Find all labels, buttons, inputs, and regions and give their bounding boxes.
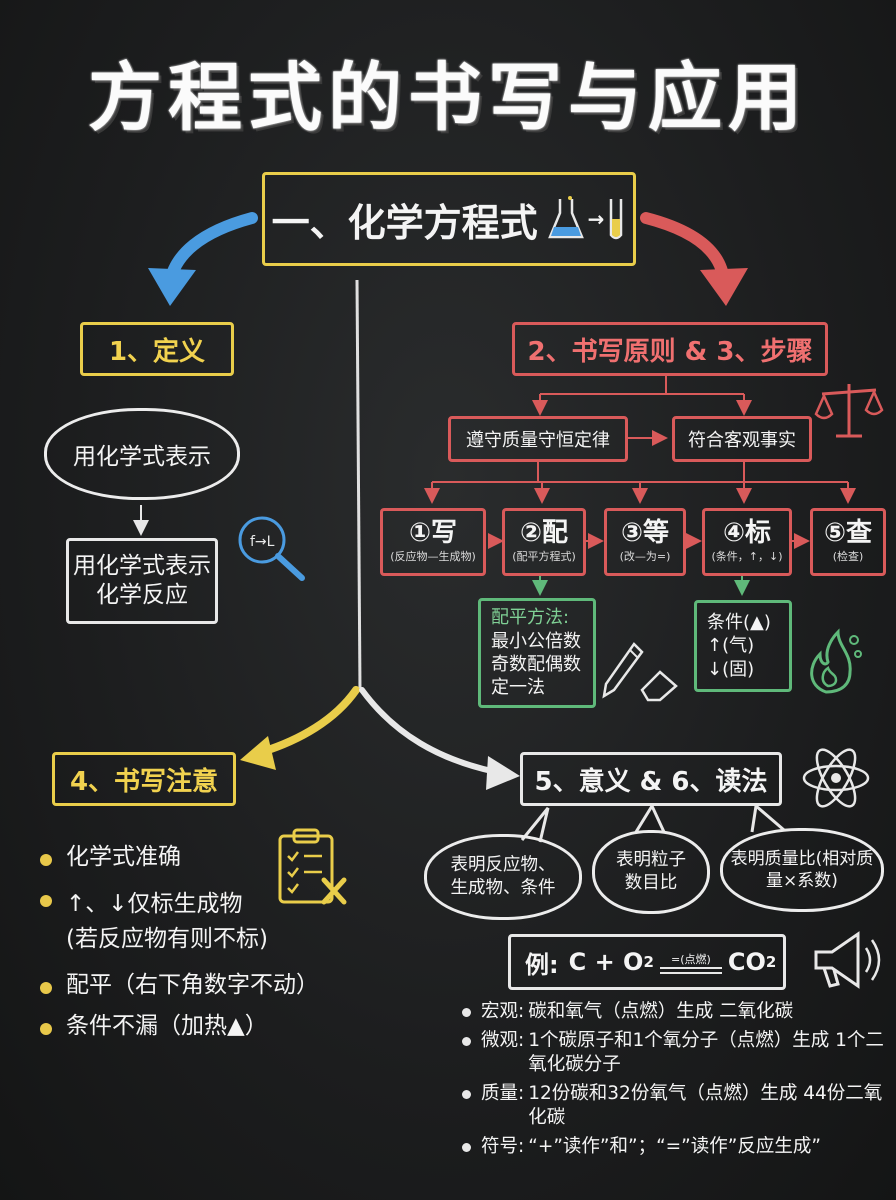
page-title: 方程式的书写与应用 [88, 55, 808, 141]
definition-cloud: 用化学式表示 [44, 408, 240, 500]
step-balance: ②配 (配平方程式) [502, 508, 586, 576]
magnifier-icon: f→L [238, 516, 305, 581]
notes-list: 化学式准确 ↑、↓仅标生成物(若反应物有则不标) 配平（右下角数字不动） 条件不… [40, 846, 319, 1056]
reaction-arrow-icon: → [587, 207, 605, 231]
definition-box: 用化学式表示化学反应 [66, 538, 218, 624]
example-reactant-subscript: 2 [643, 953, 654, 971]
step-note: (改—为=) [619, 549, 671, 563]
step-note: (条件，↑，↓) [711, 549, 783, 563]
meaning-bubble: 表明反应物、生成物、条件 [424, 834, 582, 920]
step-note: (配平方程式) [512, 549, 576, 563]
list-item: 宏观:碳和氧气（点燃）生成 二氧化碳 [462, 1000, 892, 1025]
example-product-subscript: 2 [765, 953, 777, 971]
flame-icon [810, 628, 862, 694]
central-trunk [355, 279, 362, 691]
mark-item: 条件(▲) [707, 611, 771, 633]
example-condition: =(点燃) [670, 952, 711, 966]
pencil-icon [602, 642, 644, 699]
arrow-to-notes [258, 686, 360, 756]
rule-objective-facts: 符合客观事实 [672, 416, 812, 462]
step-mark: ④标 (条件，↑，↓) [702, 508, 792, 576]
step-label: ④标 [722, 518, 771, 549]
notes-heading: 4、书写注意 [69, 766, 219, 797]
step-check: ⑤查 (检查) [810, 508, 886, 576]
mark-item: ↓(固) [707, 658, 755, 680]
balance-scale-icon [814, 384, 884, 438]
meaning-heading: 5、意义 & 6、读法 [534, 766, 768, 797]
definition-box-text: 用化学式表示化学反应 [73, 553, 211, 608]
list-item: 条件不漏（加热▲） [40, 1015, 319, 1038]
step-label: ①写 [408, 518, 457, 549]
test-tube-icon [610, 199, 623, 240]
meaning-bubble: 表明质量比(相对质量×系数) [720, 828, 884, 912]
definition-heading-box: 1、定义 [80, 322, 234, 376]
meaning-bubble: 表明粒子数目比 [592, 830, 710, 914]
step-write: ①写 (反应物—生成物) [380, 508, 486, 576]
rule-1-text: 遵守质量守恒定律 [466, 430, 610, 451]
main-heading-box: 一、化学方程式 → [262, 172, 636, 266]
step-label: ③等 [620, 518, 669, 549]
principles-heading-box: 2、书写原则 & 3、步骤 [512, 322, 828, 376]
list-item: 微观:1个碳原子和1个氧分子（点燃）生成 1个二氧化碳分子 [462, 1029, 892, 1078]
list-item: ↑、↓仅标生成物(若反应物有则不标) [40, 887, 319, 956]
arrow-to-meaning [359, 687, 499, 775]
notes-heading-box: 4、书写注意 [52, 752, 236, 806]
flask-icon [547, 196, 584, 239]
example-prefix: 例: [525, 950, 559, 979]
balance-method-item: 定一法 [491, 677, 545, 699]
rule-mass-conservation: 遵守质量守恒定律 [448, 416, 628, 462]
mark-item: ↑(气) [707, 635, 755, 657]
definition-cloud-text: 用化学式表示 [73, 444, 211, 470]
example-product: CO [727, 948, 766, 976]
list-item: 符号:“+”读作”和”；“=”读作”反应生成” [462, 1135, 892, 1160]
step-note: (反应物—生成物) [390, 549, 476, 563]
list-item: 化学式准确 [40, 846, 319, 869]
meaning-heading-box: 5、意义 & 6、读法 [520, 752, 782, 806]
eraser-icon [640, 670, 678, 702]
marks-box: 条件(▲) ↑(气) ↓(固) [694, 600, 792, 692]
step-equal: ③等 (改—为=) [604, 508, 686, 576]
balance-methods-title: 配平方法: [491, 607, 570, 629]
step-note: (检查) [832, 549, 864, 563]
main-heading: 一、化学方程式 [271, 200, 538, 245]
step-label: ⑤查 [823, 518, 872, 549]
balance-method-item: 奇数配偶数 [491, 654, 581, 675]
svg-text:f→L: f→L [250, 534, 275, 550]
clipboard-icon [278, 828, 347, 905]
atom-icon [802, 748, 870, 808]
balance-method-item: 最小公倍数 [491, 630, 581, 652]
example-reactants: C + O [568, 948, 644, 976]
balance-methods-box: 配平方法: 最小公倍数 奇数配偶数 定一法 [478, 598, 596, 708]
principles-heading: 2、书写原则 & 3、步骤 [527, 336, 813, 367]
step-label: ②配 [519, 518, 568, 549]
rule-2-text: 符合客观事实 [688, 430, 796, 451]
example-condition-arrow: =(点燃) [659, 951, 722, 974]
list-item: 质量:12份碳和32份氧气（点燃）生成 44份二氧化碳 [462, 1082, 892, 1131]
megaphone-icon [814, 931, 881, 989]
list-item: 配平（右下角数字不动） [40, 974, 319, 997]
definition-heading: 1、定义 [108, 336, 206, 367]
reading-list: 宏观:碳和氧气（点燃）生成 二氧化碳 微观:1个碳原子和1个氧分子（点燃）生成 … [462, 1000, 892, 1164]
